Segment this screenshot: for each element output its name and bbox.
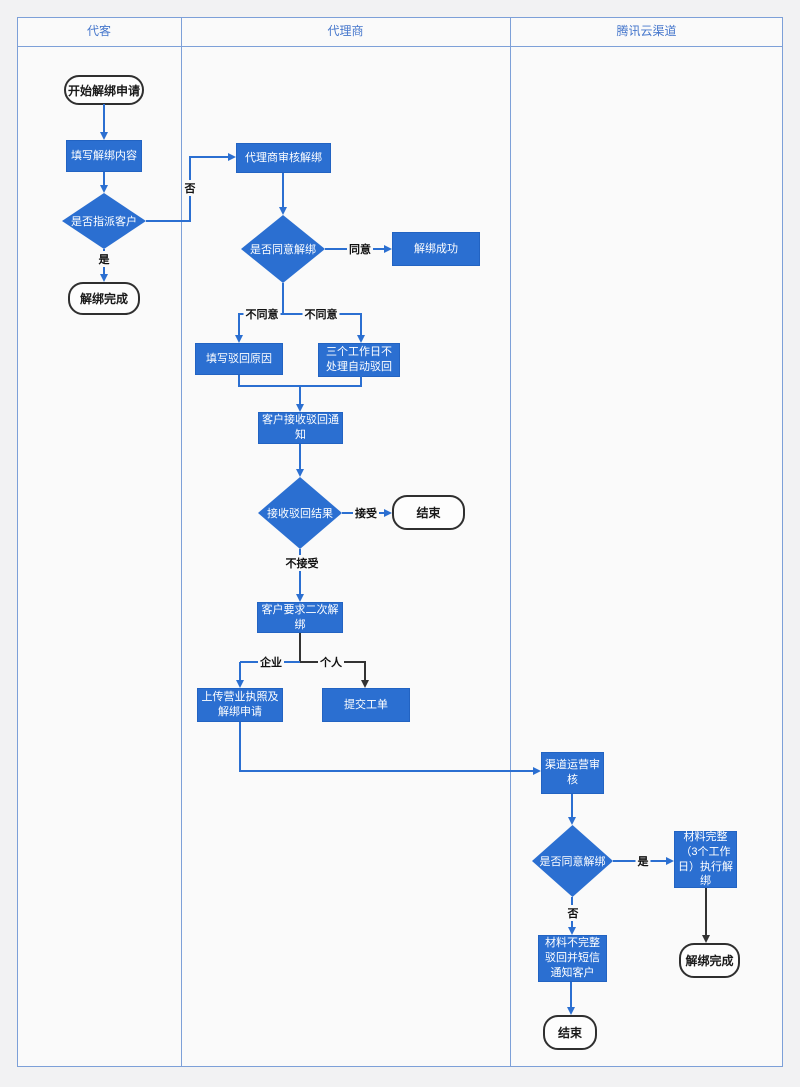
- node-end-1: 结束: [392, 495, 465, 530]
- edge-label-agree: 同意: [347, 241, 373, 257]
- edge-label-disagree-left: 不同意: [243, 306, 281, 322]
- edge-disagree-left-down: [238, 313, 240, 335]
- edge-review-to-agree1: [282, 173, 284, 207]
- arrowhead-right-icon: [228, 153, 236, 161]
- lane-divider-2: [510, 17, 511, 1067]
- node-end-2: 结束: [543, 1015, 597, 1050]
- arrowhead-right-icon: [384, 245, 392, 253]
- edge-second-down-stub: [299, 633, 301, 663]
- edge-complete-to-done2: [705, 888, 707, 935]
- edge-auto-reject-down: [360, 375, 362, 387]
- node-submit-ticket: 提交工单: [322, 688, 410, 722]
- edge-label-no-1: 否: [182, 180, 198, 196]
- node-fill-reject-reason: 填写驳回原因: [195, 343, 283, 375]
- edge-upload-down: [239, 722, 241, 772]
- arrowhead-down-icon: [296, 594, 304, 602]
- arrowhead-right-icon: [666, 857, 674, 865]
- arrowhead-down-icon: [702, 935, 710, 943]
- node-unbind-success: 解绑成功: [392, 232, 480, 266]
- node-start: 开始解绑申请: [64, 75, 144, 105]
- arrowhead-right-icon: [533, 767, 541, 775]
- arrowhead-down-icon: [296, 404, 304, 412]
- edge-label-personal: 个人: [318, 654, 344, 670]
- arrowhead-down-icon: [568, 817, 576, 825]
- arrowhead-down-icon: [235, 335, 243, 343]
- edge-label-disagree-right: 不同意: [302, 306, 340, 322]
- header-separator: [17, 46, 783, 47]
- node-receive-reject-notice: 客户接收驳回通知: [258, 412, 343, 444]
- lane-title-agent: 代理商: [327, 24, 364, 38]
- edge-merge-to-notice: [299, 386, 301, 404]
- arrowhead-down-icon: [236, 680, 244, 688]
- arrowhead-right-icon: [384, 509, 392, 517]
- node-second-unbind-request: 客户要求二次解绑: [257, 602, 343, 633]
- node-assign-customer-decision: 是否指派客户: [62, 193, 146, 249]
- lane-divider-1: [181, 17, 182, 1067]
- node-fill-unbind-content: 填写解绑内容: [66, 140, 142, 172]
- swimlane-frame: [17, 17, 783, 1067]
- edge-notice-to-result: [299, 444, 301, 469]
- edge-label-no-2: 否: [565, 905, 581, 921]
- edge-enterprise-down: [239, 662, 241, 680]
- node-upload-license: 上传营业执照及解绑申请: [197, 688, 283, 722]
- edge-assign-no-to-review: [190, 156, 229, 158]
- arrowhead-down-icon: [568, 927, 576, 935]
- edge-upload-to-channel: [239, 770, 534, 772]
- edge-label-accept: 接受: [353, 505, 379, 521]
- lane-title-customer-agent: 代客: [86, 24, 111, 38]
- arrowhead-down-icon: [100, 185, 108, 193]
- node-channel-review: 渠道运营审核: [541, 752, 604, 794]
- edge-disagree-split: [238, 313, 362, 315]
- arrowhead-down-icon: [100, 274, 108, 282]
- node-receive-reject-result-decision: 接收驳回结果: [258, 477, 342, 549]
- lane-title-tencent-cloud-channel: 腾讯云渠道: [616, 24, 677, 38]
- node-material-incomplete: 材料不完整驳回并短信通知客户: [538, 935, 607, 982]
- node-agent-review: 代理商审核解绑: [236, 143, 331, 173]
- node-auto-reject: 三个工作日不处理自动驳回: [318, 343, 400, 377]
- arrowhead-down-icon: [296, 469, 304, 477]
- arrowhead-down-icon: [567, 1007, 575, 1015]
- edge-disagree-right-down: [360, 313, 362, 335]
- edge-label-not-accept: 不接受: [283, 555, 321, 571]
- edge-reject-merge: [238, 385, 362, 387]
- edge-result-to-second: [299, 549, 301, 594]
- edge-start-to-fill: [103, 104, 105, 132]
- edge-label-yes-1: 是: [96, 251, 112, 267]
- edge-incomplete-to-end2: [570, 982, 572, 1007]
- edge-label-yes-2: 是: [635, 853, 651, 869]
- edge-fill-to-assign: [103, 172, 105, 185]
- arrowhead-down-icon: [100, 132, 108, 140]
- arrowhead-down-icon: [279, 207, 287, 215]
- edge-channel-to-agree2: [571, 794, 573, 817]
- node-agree-unbind-2-decision: 是否同意解绑: [532, 825, 613, 897]
- node-agree-unbind-1-decision: 是否同意解绑: [241, 215, 325, 283]
- arrowhead-down-icon: [361, 680, 369, 688]
- edge-assign-no-right: [146, 220, 191, 222]
- node-material-complete: 材料完整（3个工作日）执行解绑: [674, 831, 737, 888]
- node-unbind-done-2: 解绑完成: [679, 943, 740, 978]
- node-unbind-done-1: 解绑完成: [68, 282, 140, 315]
- edge-personal-down: [364, 662, 366, 680]
- edge-label-enterprise: 企业: [258, 654, 284, 670]
- edge-reject-reason-down: [238, 375, 240, 387]
- arrowhead-down-icon: [357, 335, 365, 343]
- edge-agree1-down: [282, 283, 284, 315]
